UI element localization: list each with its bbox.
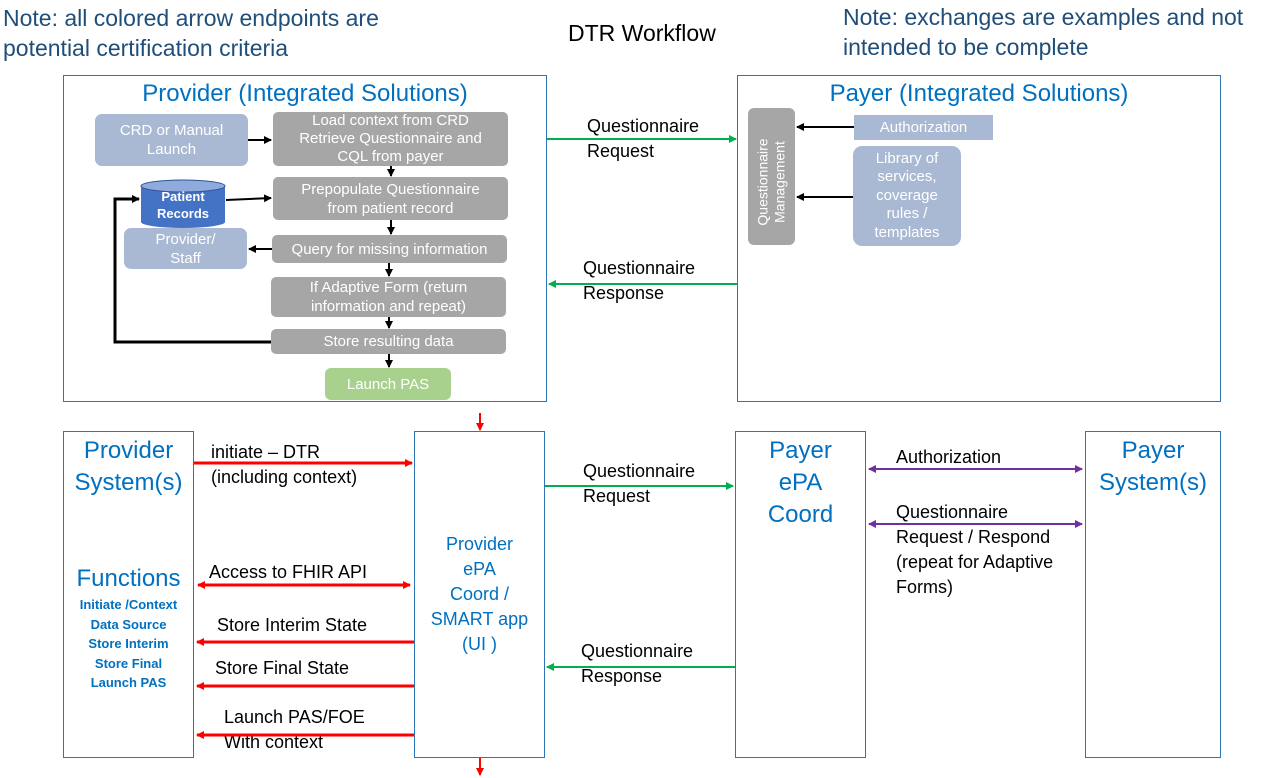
provider-systems-title: Provider System(s) (63, 435, 194, 499)
load-context-line-3: CQL from payer (337, 148, 444, 165)
functions-list: Initiate /Context Data Source Store Inte… (63, 595, 194, 693)
payer-systems-title: Payer System(s) (1085, 435, 1221, 499)
top-response-line-1: Questionnaire (583, 258, 696, 278)
bottom-questionnaire-request-label: Questionnaire Request (583, 459, 695, 509)
initiate-dtr-label: initiate – DTR (including context) (211, 440, 357, 490)
qrr-line-3: (repeat for Adaptive (896, 552, 1054, 572)
provider-epa-line-3: Coord / (449, 584, 510, 604)
note-left: Note: all colored arrow endpoints are po… (3, 3, 379, 63)
query-missing-box: Query for missing information (272, 235, 507, 263)
payer-epa-line-1: Payer (769, 437, 832, 464)
payer-systems-line-1: Payer (1121, 437, 1185, 464)
provider-epa-box (414, 431, 545, 758)
bottom-authorization-label: Authorization (896, 447, 1002, 467)
top-request-line-1: Questionnaire (587, 116, 700, 136)
note-right-line-1: Note: exchanges are examples and not (843, 4, 1244, 30)
adaptive-form-line-1: If Adaptive Form (return (309, 279, 468, 296)
qrr-line-2: Request / Respond (896, 527, 1051, 547)
provider-epa-line-5: (UI ) (462, 634, 497, 654)
store-resulting-box: Store resulting data (271, 329, 506, 354)
payer-epa-line-3: Coord (767, 501, 834, 528)
library-line-1: Library of (875, 149, 939, 167)
questionnaire-request-respond-label: Questionnaire Request / Respond (repeat … (896, 500, 1053, 600)
launch-pas-foe-label: Launch PAS/FOE With context (224, 705, 365, 755)
bottom-questionnaire-response-label: Questionnaire Response (581, 639, 693, 689)
load-context-line-1: Load context from CRD (312, 112, 469, 129)
provider-epa-label: Provider ePA Coord / SMART app (UI ) (414, 532, 545, 657)
patient-records-line-2: Records (156, 206, 210, 221)
note-left-line-1: Note: all colored arrow endpoints are (3, 5, 379, 31)
payer-systems-box (1085, 431, 1221, 758)
top-questionnaire-response-label: Questionnaire Response (583, 256, 695, 306)
library-line-3: coverage (876, 186, 938, 204)
top-response-line-2: Response (583, 283, 665, 303)
function-item-4: Store Final (94, 655, 163, 671)
launch-pas-foe-line-1: Launch PAS/FOE (224, 707, 365, 727)
provider-systems-line-2: System(s) (74, 469, 183, 496)
launch-pas-foe-line-2: With context (224, 732, 324, 752)
bottom-response-line-2: Response (581, 666, 663, 686)
provider-epa-line-2: ePA (463, 559, 496, 579)
provider-staff-line-1: Provider/ (155, 230, 216, 248)
top-request-line-2: Request (587, 141, 655, 161)
functions-title: Functions (76, 565, 181, 592)
questionnaire-management-line-1: Questionnaire (754, 138, 771, 226)
provider-panel-title: Provider (Integrated Solutions) (142, 80, 468, 107)
payer-authorization-box: Authorization (854, 115, 993, 140)
function-item-3: Store Interim (88, 636, 169, 651)
note-right-line-2: intended to be complete (843, 34, 1089, 60)
function-item-5: Launch PAS (90, 675, 167, 690)
prepopulate-line-2: from patient record (327, 199, 454, 217)
adaptive-form-box: If Adaptive Form (return information and … (271, 277, 506, 317)
questionnaire-management-line-2: Management (771, 141, 788, 223)
bottom-request-line-2: Request (583, 486, 651, 506)
crd-launch-line-2: Launch (146, 141, 197, 158)
payer-epa-box (735, 431, 866, 758)
provider-staff-box: Provider/Staff (124, 228, 247, 269)
questionnaire-management-box (748, 108, 795, 245)
library-box: Library of services, coverage rules / te… (853, 146, 961, 246)
payer-panel-title: Payer (Integrated Solutions) (829, 80, 1129, 107)
provider-epa-line-4: SMART app (430, 609, 529, 629)
bottom-response-line-1: Questionnaire (581, 641, 694, 661)
note-left-line-2: potential certification criteria (3, 35, 289, 61)
provider-epa-line-1: Provider (445, 534, 514, 554)
function-item-2: Data Source (90, 616, 167, 632)
library-line-5: templates (874, 223, 940, 241)
note-right: Note: exchanges are examples and not int… (843, 2, 1243, 62)
library-line-2: services, (877, 168, 937, 186)
bottom-request-line-1: Questionnaire (583, 461, 696, 481)
crd-launch-line-1: CRD or Manual (119, 122, 224, 139)
initiate-dtr-line-1: initiate – DTR (211, 442, 321, 462)
qrr-line-1: Questionnaire (896, 502, 1009, 522)
access-fhir-label: Access to FHIR API (209, 562, 368, 582)
patient-records-label: Patient Records (141, 188, 225, 222)
provider-staff-line-2: Staff (170, 249, 201, 267)
patient-records-line-1: Patient (161, 189, 205, 204)
launch-pas-box: Launch PAS (325, 368, 451, 400)
function-item-1: Initiate /Context (79, 597, 178, 612)
questionnaire-management-label: Questionnaire Management (755, 114, 789, 251)
payer-epa-line-2: ePA (778, 469, 823, 496)
payer-epa-title: Payer ePA Coord (735, 435, 866, 531)
adaptive-form-line-2: information and repeat) (310, 298, 467, 315)
initiate-dtr-line-2: (including context) (211, 467, 358, 487)
prepopulate-line-1: Prepopulate Questionnaire (301, 180, 480, 198)
top-questionnaire-request-label: Questionnaire Request (587, 114, 699, 164)
provider-systems-box (63, 431, 194, 758)
library-line-4: rules / (886, 205, 928, 223)
store-final-label: Store Final State (215, 658, 350, 678)
store-interim-label: Store Interim State (217, 615, 368, 635)
payer-systems-line-2: System(s) (1099, 469, 1207, 496)
provider-systems-line-1: Provider (83, 437, 174, 464)
load-context-line-2: Retrieve Questionnaire and (299, 130, 482, 147)
qrr-line-4: Forms) (896, 577, 953, 597)
diagram-title: DTR Workflow (568, 20, 716, 46)
